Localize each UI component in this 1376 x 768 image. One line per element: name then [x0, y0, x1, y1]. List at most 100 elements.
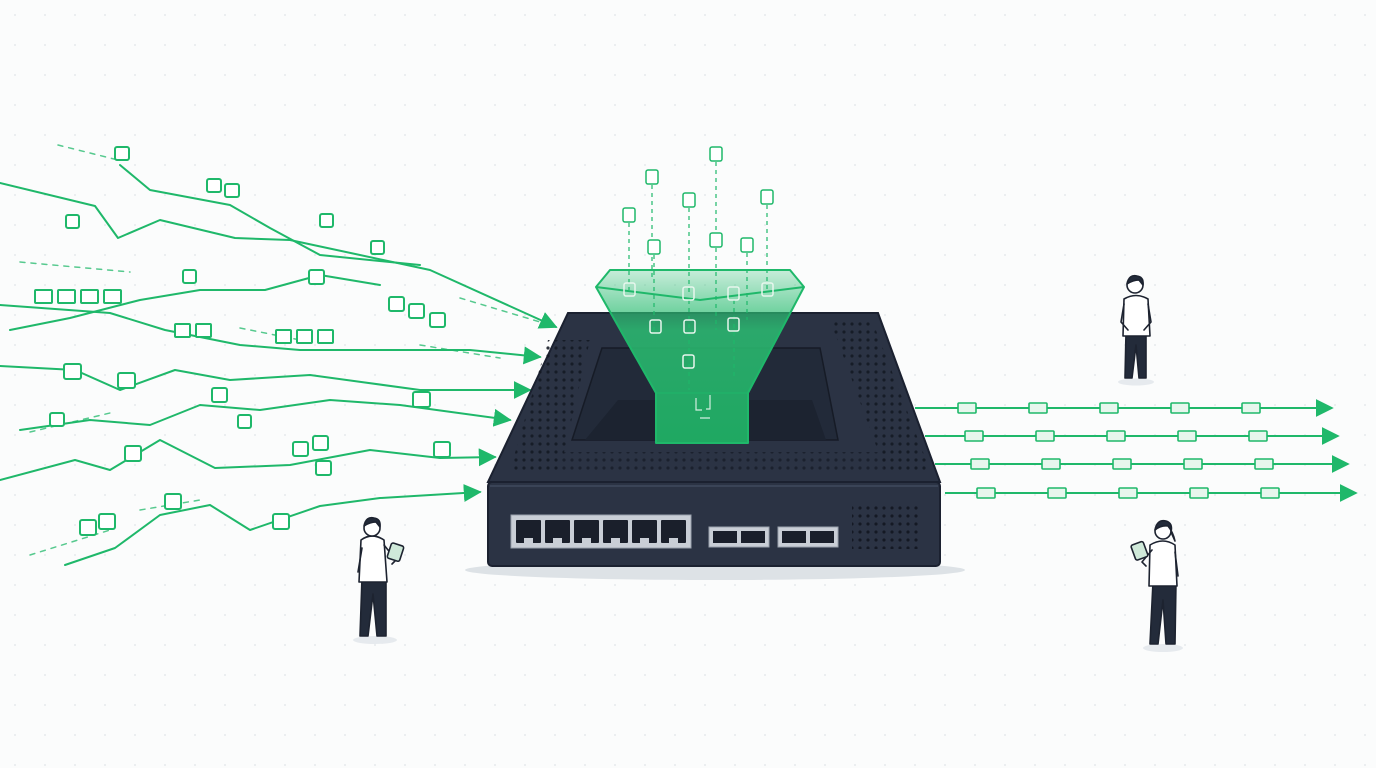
- packet-icon: [1260, 487, 1280, 499]
- front-vent: [852, 505, 920, 549]
- rj45-port[interactable]: [603, 520, 628, 543]
- packet-icon: [623, 282, 636, 297]
- person-legs: [359, 577, 387, 637]
- tablet-icon: [1130, 540, 1149, 561]
- person-legs: [1124, 331, 1147, 379]
- rj45-port[interactable]: [632, 520, 657, 543]
- packet-icon: [319, 213, 334, 228]
- incoming-packets: [34, 146, 451, 536]
- packet-icon: [1248, 430, 1268, 442]
- packet-icon: [970, 458, 990, 470]
- packet-icon: [709, 232, 723, 248]
- packet-icon: [964, 430, 984, 442]
- person-hair: [1126, 274, 1144, 286]
- packet-icon: [49, 412, 65, 427]
- incoming-stream-6: [64, 483, 482, 566]
- person-legs: [1149, 581, 1177, 645]
- packet-icon: [114, 146, 130, 161]
- packet-icon: [1241, 402, 1261, 414]
- packet-icon: [1170, 402, 1190, 414]
- packet-icon: [308, 269, 325, 285]
- packet-icon: [272, 513, 290, 530]
- person-with-tablet: [1130, 519, 1183, 652]
- rj45-port[interactable]: [545, 520, 570, 543]
- packet-icon: [80, 289, 99, 304]
- incoming-packet-streams: [0, 144, 558, 566]
- packet-icon: [1035, 430, 1055, 442]
- packet-icon: [315, 460, 332, 476]
- rj45-port[interactable]: [574, 520, 599, 543]
- rj45-port[interactable]: [516, 520, 541, 543]
- packet-icon: [1041, 458, 1061, 470]
- packet-icon: [727, 286, 740, 301]
- person-standing-observer: [1118, 274, 1154, 386]
- sfp-port[interactable]: [782, 531, 806, 543]
- dashed-trace: [57, 144, 119, 161]
- packet-icon: [296, 329, 313, 344]
- packet-icon: [1177, 430, 1197, 442]
- filter-funnel: [595, 269, 805, 444]
- packet-icon: [1047, 487, 1067, 499]
- incoming-stream-4: [19, 399, 512, 431]
- packet-icon: [682, 192, 696, 208]
- top-vent-right: [830, 320, 930, 470]
- packet-icon: [117, 372, 136, 389]
- packet-icon: [275, 329, 292, 344]
- person-arm: [1141, 549, 1153, 567]
- person-arm: [357, 547, 363, 573]
- person-shirt: [1122, 294, 1151, 337]
- packet-icon: [1099, 402, 1119, 414]
- top-vent-left: [510, 340, 590, 470]
- packet-icon: [682, 286, 695, 301]
- packet-icon: [312, 435, 329, 451]
- incoming-stream-3: [0, 365, 532, 399]
- incoming-stream-5: [0, 439, 497, 481]
- packet-icon: [1028, 402, 1048, 414]
- rj45-latch: [640, 538, 649, 543]
- packet-icon: [408, 303, 425, 319]
- rj45-port[interactable]: [661, 520, 686, 543]
- sfp-port[interactable]: [713, 531, 737, 543]
- packet-icon: [683, 319, 696, 334]
- packet-icon: [237, 414, 252, 429]
- rj45-latch: [524, 538, 533, 543]
- packet-icon: [211, 387, 228, 403]
- packet-icon: [433, 441, 451, 458]
- rj45-port-block: [510, 514, 692, 549]
- packet-icon: [1189, 487, 1209, 499]
- packet-icon: [622, 207, 636, 223]
- dashed-trace: [19, 261, 131, 273]
- rj45-latch: [553, 538, 562, 543]
- sfp-port[interactable]: [741, 531, 765, 543]
- sfp-port-group-1: [708, 526, 770, 548]
- packet-icon: [957, 402, 977, 414]
- packet-icon: [682, 354, 695, 369]
- packet-icon: [65, 214, 80, 229]
- packet-icon: [206, 178, 222, 193]
- packet-icon: [63, 363, 82, 380]
- packet-icon: [292, 441, 309, 457]
- packet-icon: [1183, 458, 1203, 470]
- packet-icon: [103, 289, 122, 304]
- rj45-latch: [582, 538, 591, 543]
- packet-icon: [1254, 458, 1274, 470]
- packet-icon: [57, 289, 76, 304]
- rj45-latch: [611, 538, 620, 543]
- person-with-tablet: [353, 516, 405, 644]
- dashed-trace: [29, 412, 111, 433]
- sfp-port[interactable]: [810, 531, 834, 543]
- outgoing-packets: [957, 402, 1280, 499]
- packet-icon: [645, 169, 659, 185]
- dashed-trace: [459, 297, 541, 323]
- packet-icon: [224, 183, 240, 198]
- packet-icon: [370, 240, 385, 255]
- packet-icon: [760, 189, 774, 205]
- dashed-trace: [419, 344, 501, 359]
- person-arm: [1120, 303, 1129, 331]
- outgoing-packet-streams: [915, 399, 1358, 502]
- packet-icon: [164, 493, 182, 510]
- packet-icon: [649, 319, 662, 334]
- packet-icon: [174, 323, 191, 338]
- top-vent-front: [560, 452, 890, 472]
